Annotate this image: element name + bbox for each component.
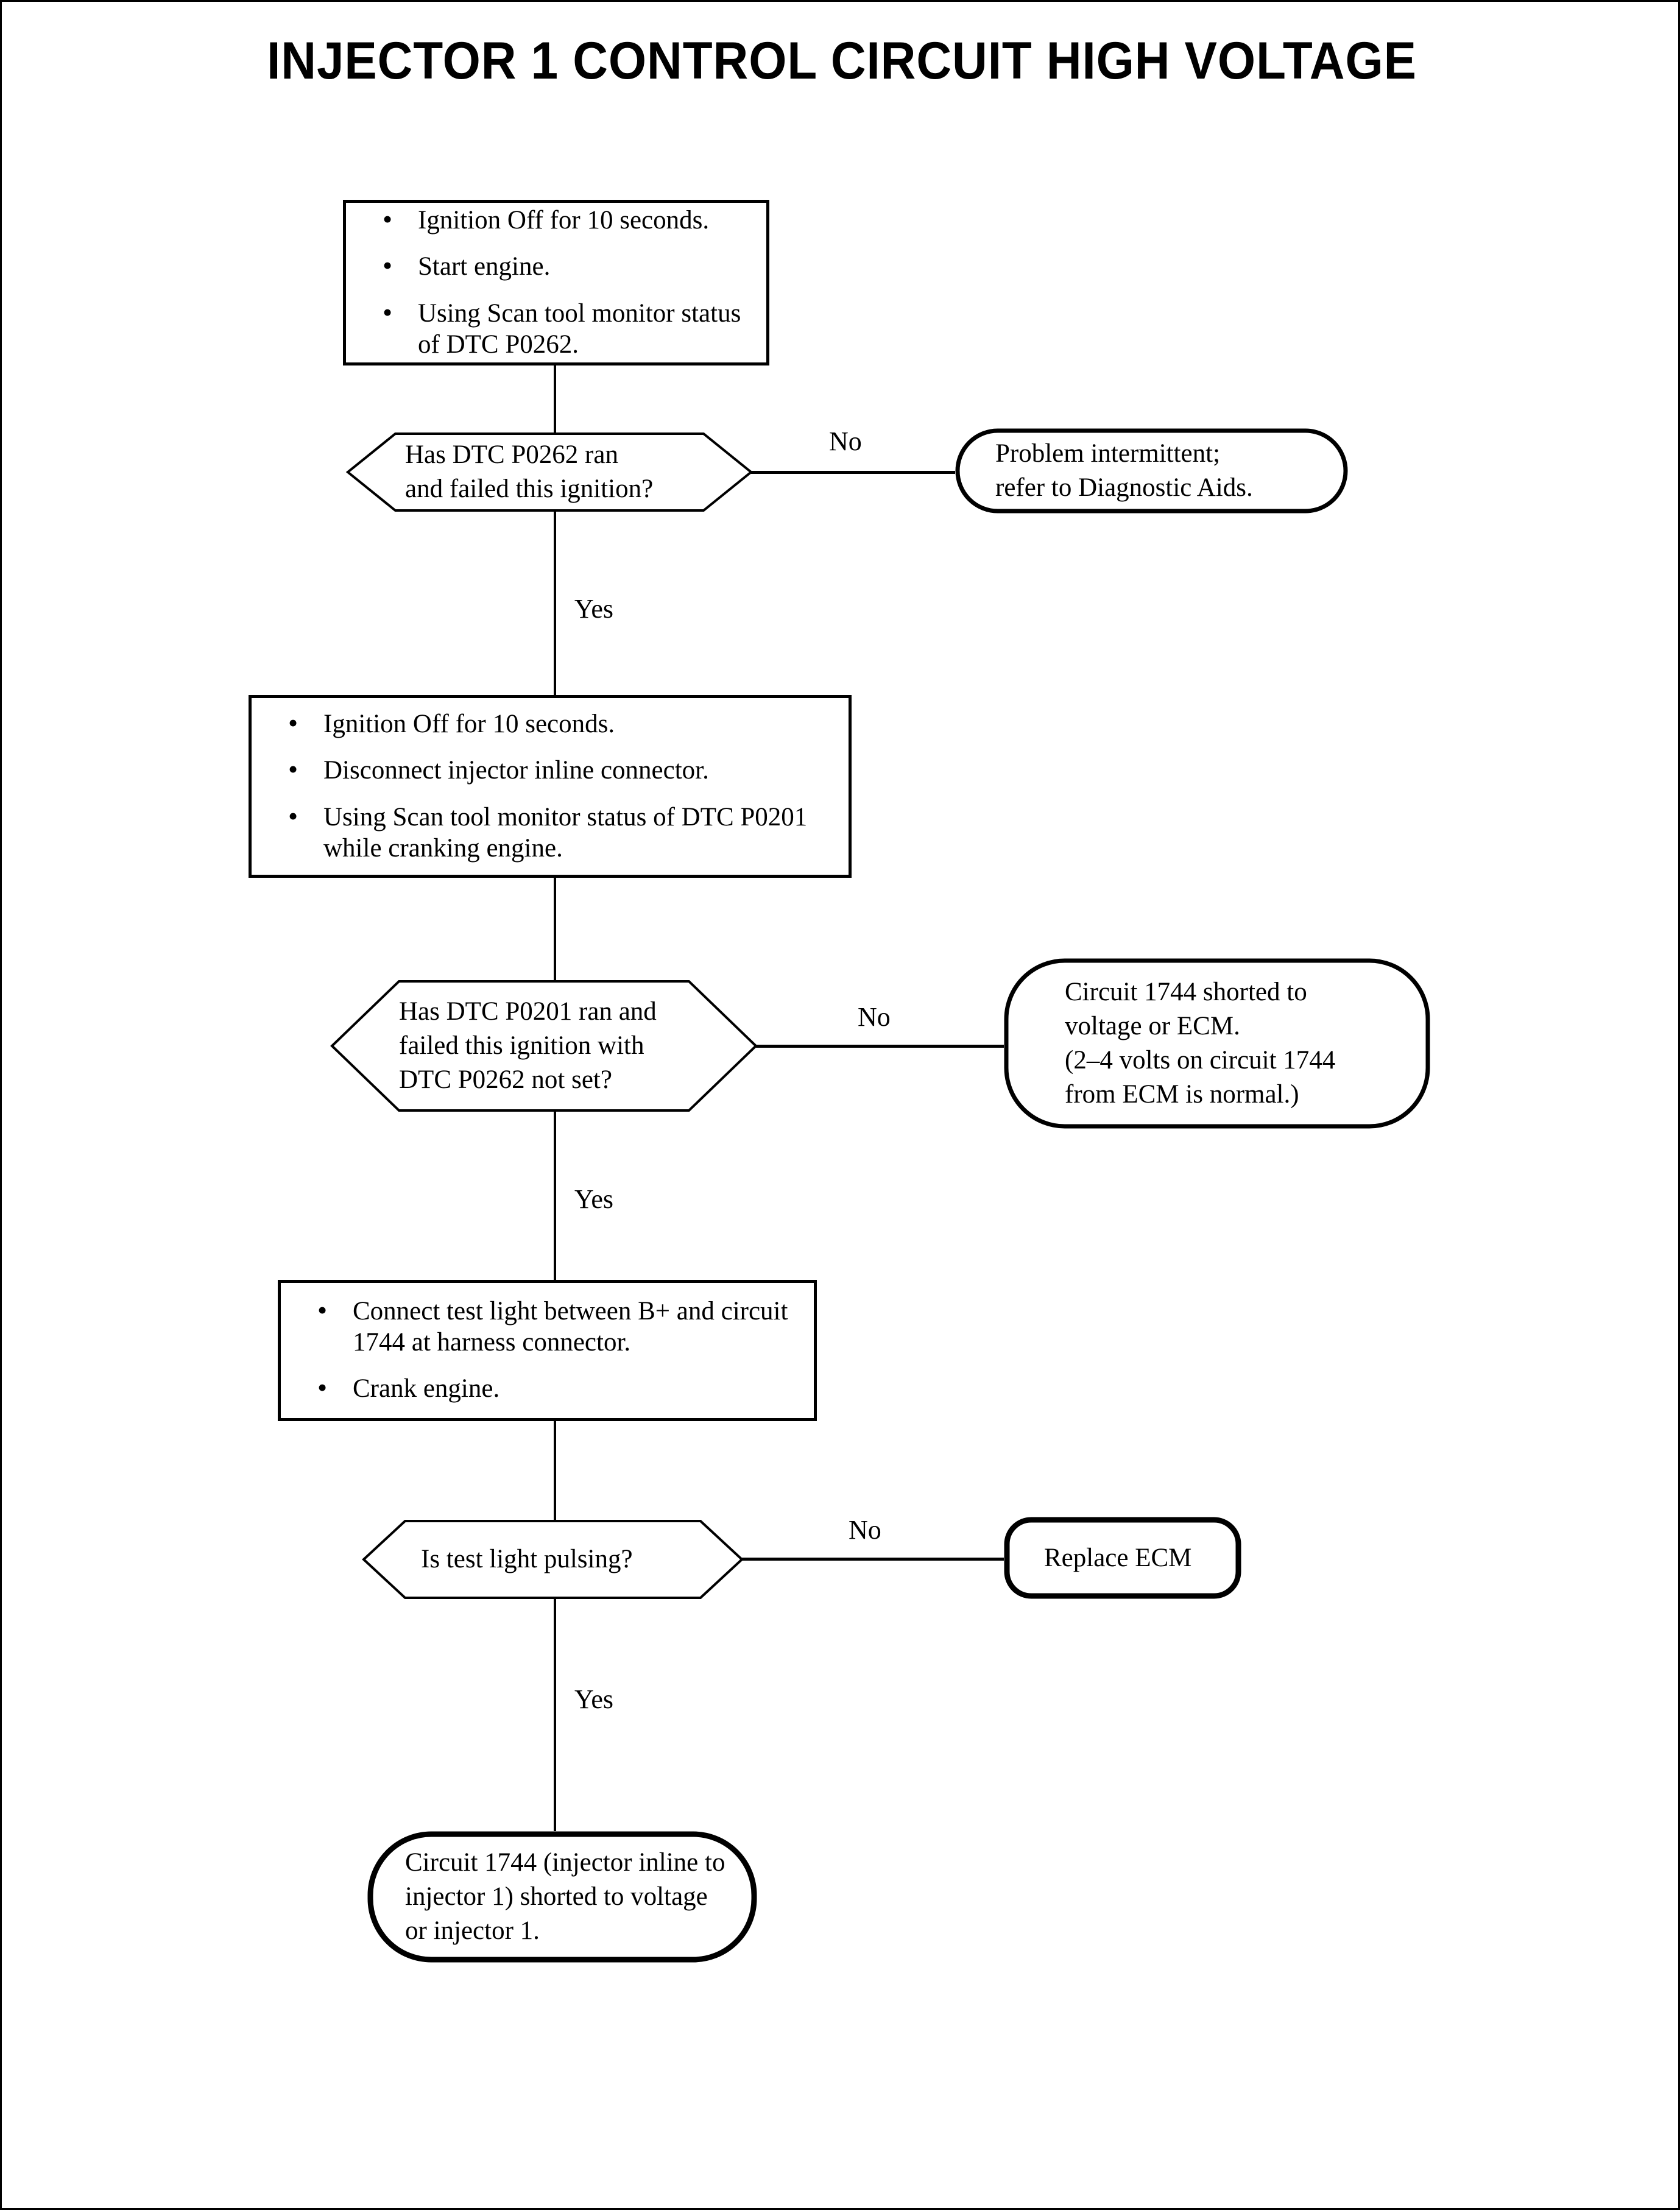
hexagon-outline <box>330 980 758 1112</box>
step3-bullet-list: Connect test light between B+ and circui… <box>281 1294 814 1405</box>
decision-hexagon-2: Has DTC P0201 ran and failed this igniti… <box>330 980 758 1112</box>
terminal-circuit-1744-shorted-injector: Circuit 1744 (injector inline to injecto… <box>367 1831 757 1963</box>
step2-bullet-list: Ignition Off for 10 seconds. Disconnect … <box>252 707 849 864</box>
list-item: Ignition Off for 10 seconds. <box>378 203 766 236</box>
list-item: Using Scan tool monitor status of DTC P0… <box>283 800 849 864</box>
connector-step1-to-decision1 <box>554 365 556 432</box>
list-item: Disconnect injector inline connector. <box>283 753 849 786</box>
connector-decision2-yes <box>554 1110 556 1281</box>
decision-hexagon-3: Is test light pulsing? <box>362 1520 744 1599</box>
connector-step3-to-decision3 <box>554 1421 556 1520</box>
terminal4-text: Circuit 1744 (injector inline to injecto… <box>405 1848 725 1945</box>
page-title: INJECTOR 1 CONTROL CIRCUIT HIGH VOLTAGE <box>267 32 1417 90</box>
stadium-outline <box>1004 1517 1241 1599</box>
stadium-outline <box>955 428 1348 514</box>
list-item: Start engine. <box>378 249 766 283</box>
connector-step2-to-decision2 <box>554 878 556 980</box>
process-box-step2: Ignition Off for 10 seconds. Disconnect … <box>249 695 852 878</box>
list-item: Using Scan tool monitor status of DTC P0… <box>378 296 766 360</box>
connector-decision3-yes <box>554 1598 556 1832</box>
terminal-problem-intermittent: Problem intermittent; refer to Diagnosti… <box>955 428 1348 514</box>
decision1-text: Has DTC P0262 ran and failed this igniti… <box>405 440 654 503</box>
terminal-circuit-shorted-to-voltage-or-ecm: Circuit 1744 shorted to voltage or ECM. … <box>1004 958 1430 1129</box>
edge-label-yes-3: Yes <box>574 1684 614 1714</box>
edge-label-no-3: No <box>849 1515 881 1545</box>
terminal2-text: Circuit 1744 shorted to voltage or ECM. … <box>1065 978 1336 1109</box>
stadium-outline <box>1004 958 1430 1129</box>
decision3-text: Is test light pulsing? <box>421 1545 633 1574</box>
connector-decision3-no <box>742 1558 1005 1561</box>
terminal1-text: Problem intermittent; refer to Diagnosti… <box>995 439 1253 502</box>
edge-label-yes-1: Yes <box>574 594 614 624</box>
edge-label-no-2: No <box>858 1002 891 1032</box>
list-item: Connect test light between B+ and circui… <box>312 1294 814 1358</box>
decision-hexagon-1: Has DTC P0262 ran and failed this igniti… <box>345 432 754 512</box>
stadium-outline <box>367 1831 757 1963</box>
hexagon-outline <box>362 1520 744 1599</box>
decision2-text: Has DTC P0201 ran and failed this igniti… <box>399 997 657 1094</box>
connector-decision1-yes <box>554 512 556 696</box>
connector-decision1-no <box>751 471 957 474</box>
process-box-step1: Ignition Off for 10 seconds. Start engin… <box>343 200 769 365</box>
edge-label-yes-2: Yes <box>574 1184 614 1214</box>
list-item: Ignition Off for 10 seconds. <box>283 707 849 740</box>
terminal-replace-ecm: Replace ECM <box>1004 1517 1241 1599</box>
terminal3-text: Replace ECM <box>1044 1543 1192 1572</box>
connector-decision2-no <box>756 1045 1006 1048</box>
hexagon-outline <box>345 432 754 512</box>
process-box-step3: Connect test light between B+ and circui… <box>278 1280 817 1421</box>
step1-bullet-list: Ignition Off for 10 seconds. Start engin… <box>346 203 766 361</box>
list-item: Crank engine. <box>312 1371 814 1405</box>
edge-label-no-1: No <box>829 426 862 456</box>
